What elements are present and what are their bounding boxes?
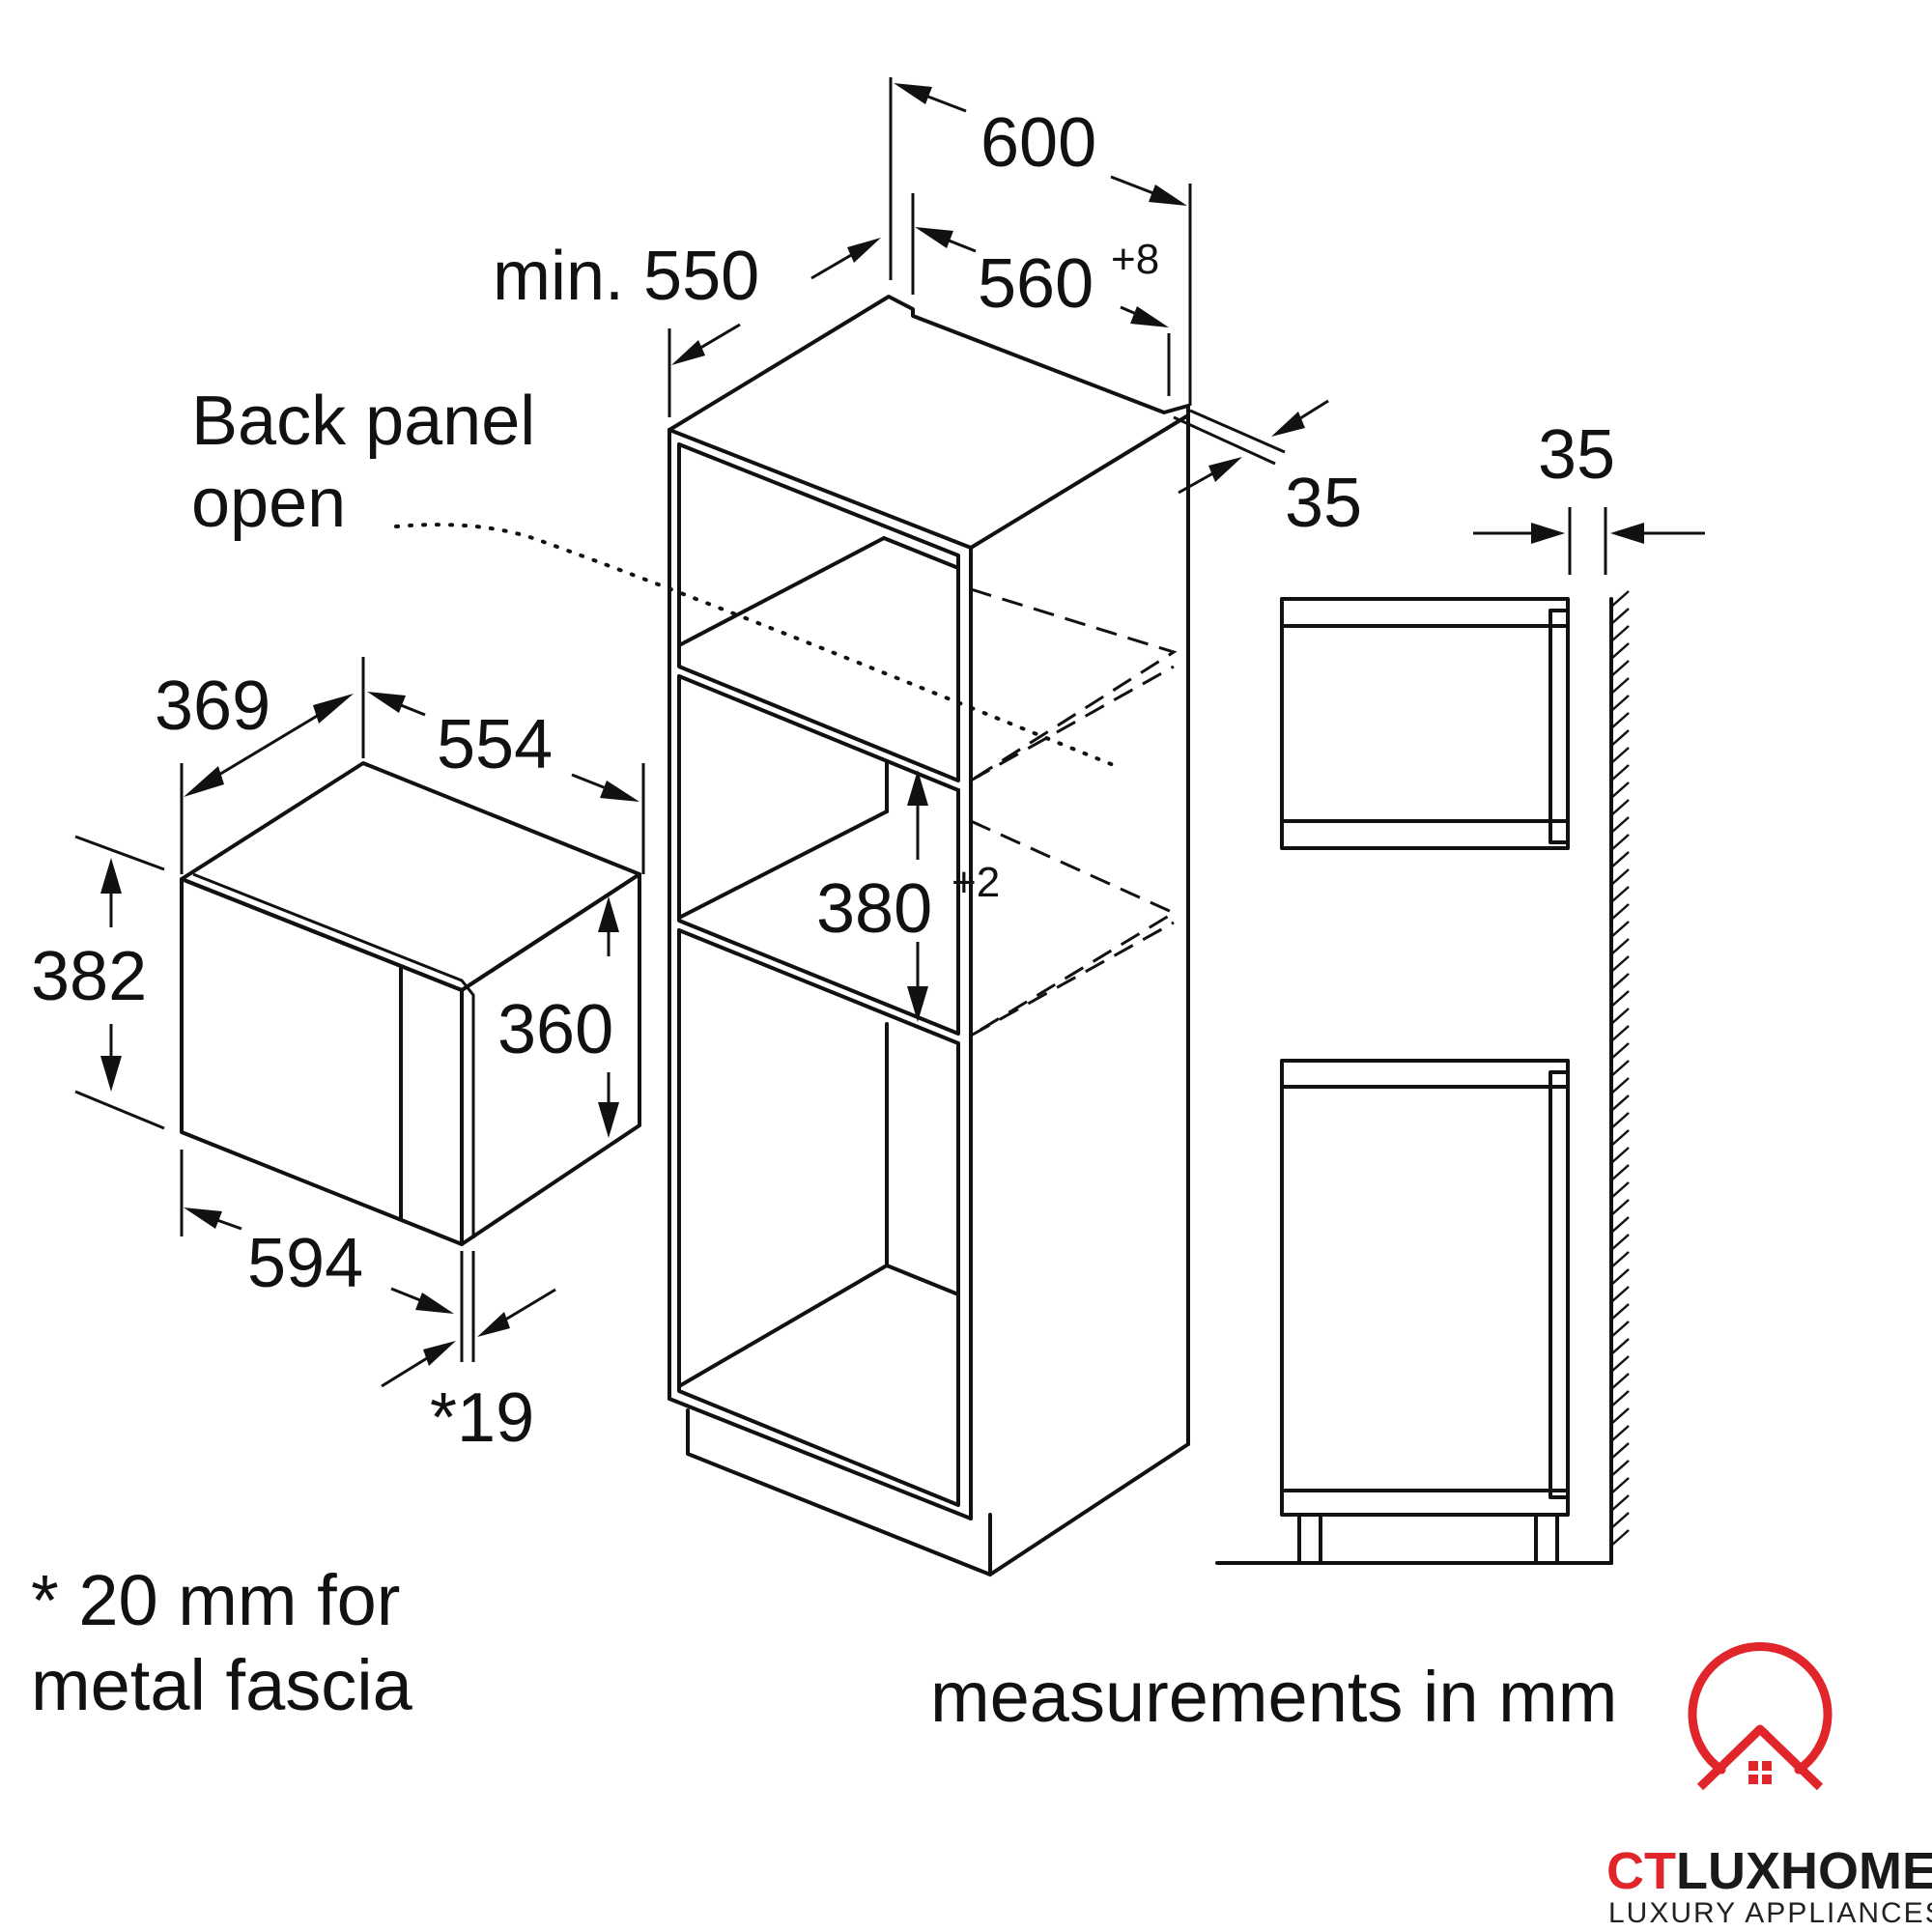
wall-hatch-line [1610, 903, 1630, 921]
wall-hatch-line [1610, 955, 1630, 973]
wall-hatch-line [1610, 1529, 1630, 1547]
wall-hatch-line [1610, 799, 1630, 816]
wall-hatch-line [1610, 868, 1630, 886]
label-min-550: min. 550 [493, 238, 759, 315]
label-oven-369: 369 [155, 668, 270, 745]
wall-hatch-line [1610, 1112, 1630, 1129]
wall-hatch-line [1610, 1338, 1630, 1355]
label-oven-19: *19 [430, 1379, 534, 1457]
label-height-380: 380 [816, 870, 932, 948]
wall-hatch-line [1610, 1494, 1630, 1512]
wall-hatch-line [1610, 1060, 1630, 1077]
label-oven-360: 360 [497, 991, 613, 1068]
cabinet-dimensions [668, 77, 1329, 1022]
wall-hatch-line [1610, 1129, 1630, 1147]
label-oven-554: 554 [437, 706, 553, 783]
wall-hatch-line [1610, 1008, 1630, 1025]
wall-hatch-line [1610, 677, 1630, 695]
wall-hatch-line [1610, 764, 1630, 781]
wall-hatch-line [1610, 834, 1630, 851]
tall-cabinet [668, 295, 1190, 1577]
wall-hatch-line [1610, 1077, 1630, 1094]
note-metal-fascia-line1: * 20 mm for [31, 1560, 400, 1640]
wall-hatch-line [1610, 695, 1630, 712]
wall-hatch-line [1610, 747, 1630, 764]
wall-hatch-line [1610, 1390, 1630, 1407]
wall-hatch-line [1610, 1373, 1630, 1390]
wall-hatch-line [1610, 625, 1630, 642]
label-depth-35-cabinet: 35 [1285, 465, 1362, 542]
wall-hatch-line [1610, 1199, 1630, 1216]
back-panel-pointer [394, 523, 1122, 770]
label-side-35: 35 [1538, 416, 1615, 494]
side-section-view [1215, 507, 1705, 1565]
wall-hatch-line [1610, 590, 1630, 608]
label-width-560-tolerance: +8 [1111, 236, 1159, 283]
wall-hatch-line [1610, 886, 1630, 903]
wall-hatch-line [1610, 816, 1630, 834]
wall-hatch-line [1610, 921, 1630, 938]
wall-hatch-line [1610, 1094, 1630, 1112]
wall-hatch-line [1610, 938, 1630, 955]
wall-hatch-line [1610, 642, 1630, 660]
wall-hatch-line [1610, 1042, 1630, 1060]
wall-hatch-line [1610, 1181, 1630, 1199]
wall-hatch-line [1610, 608, 1630, 625]
wall-hatch-line [1610, 1477, 1630, 1494]
microwave-dimensions [74, 657, 645, 1388]
label-back-panel: Back panel [191, 383, 535, 460]
wall-hatch-line [1610, 1286, 1630, 1303]
wall-hatch-line [1610, 1355, 1630, 1373]
label-oven-594: 594 [247, 1225, 363, 1302]
house-in-circle-icon [1688, 1642, 1833, 1791]
label-oven-382: 382 [31, 938, 147, 1015]
wall-hatch-line [1610, 1234, 1630, 1251]
wall-hatch-line [1610, 660, 1630, 677]
svg-text:CTLUXHOME: CTLUXHOME [1606, 1842, 1932, 1900]
wall-hatch-line [1610, 1303, 1630, 1321]
label-back-panel-open: open [191, 465, 346, 542]
wall-hatch-line [1610, 1216, 1630, 1234]
brand-logo: CTLUXHOME LUXURY APPLIANCES [1606, 1642, 1932, 1929]
microwave-unit [180, 761, 641, 1246]
wall-hatch-line [1610, 851, 1630, 868]
wall-hatch-line [1610, 1512, 1630, 1529]
logo-brand-ct: CT [1606, 1842, 1676, 1900]
wall-hatch-line [1610, 712, 1630, 729]
label-height-380-tolerance: +2 [952, 859, 1000, 906]
wall-hatch-line [1610, 990, 1630, 1008]
wall-hatch-line [1610, 1025, 1630, 1042]
units-note: measurements in mm [930, 1657, 1617, 1737]
logo-tagline: LUXURY APPLIANCES [1608, 1897, 1932, 1929]
wall-hatch-line [1610, 1460, 1630, 1477]
wall-hatch-line [1610, 1442, 1630, 1460]
wall-hatch-line [1610, 1407, 1630, 1425]
wall-hatch-line [1610, 729, 1630, 747]
logo-brand-luxhome: LUXHOME [1676, 1842, 1932, 1900]
wall-hatch-line [1610, 1164, 1630, 1181]
note-metal-fascia-line2: metal fascia [31, 1645, 413, 1725]
label-width-600: 600 [980, 104, 1096, 182]
wall-hatch-line [1610, 1321, 1630, 1338]
wall-hatch-line [1610, 1251, 1630, 1268]
label-width-560: 560 [978, 245, 1094, 323]
wall-hatch-line [1610, 1425, 1630, 1442]
wall-hatch-line [1610, 973, 1630, 990]
wall-hatch-line [1610, 781, 1630, 799]
wall-hatch-line [1610, 1268, 1630, 1286]
wall-hatch-line [1610, 1147, 1630, 1164]
wall-hatching [1610, 590, 1630, 1547]
